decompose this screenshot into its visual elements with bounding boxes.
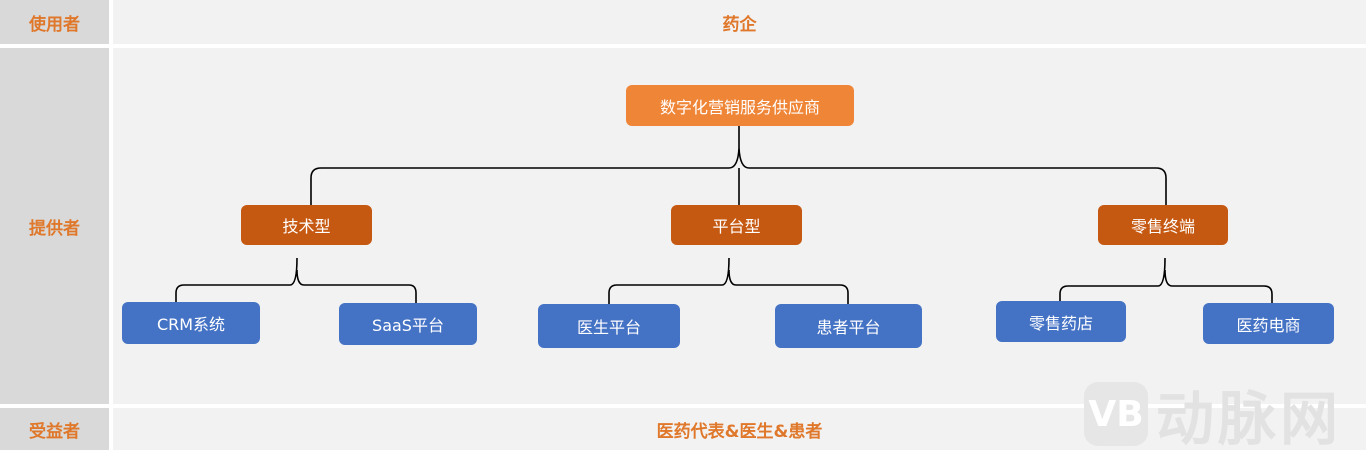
vb-logo-icon: VB — [1084, 382, 1148, 446]
user-value: 药企 — [722, 14, 757, 35]
leaf-pharmacy-label: 零售药店 — [1028, 313, 1093, 333]
leaf-node-saas: SaaS平台 — [339, 303, 477, 345]
row-label-user: 使用者 — [0, 0, 109, 44]
category-node-tech: 技术型 — [241, 205, 372, 245]
leaf-patient-platform-label: 患者平台 — [816, 318, 881, 337]
tech-connector — [175, 257, 417, 304]
category-retail-label: 零售终端 — [1130, 217, 1195, 236]
root-node: 数字化营销服务供应商 — [626, 85, 854, 126]
retail-connector — [1059, 257, 1273, 304]
beneficiary-value: 医药代表&医生&患者 — [656, 421, 823, 442]
leaf-node-pharmacy: 零售药店 — [996, 301, 1126, 342]
root-connector — [310, 126, 1167, 206]
row-label-provider-text: 提供者 — [29, 218, 80, 239]
leaf-saas-label: SaaS平台 — [372, 316, 444, 335]
row-label-beneficiary-text: 受益者 — [29, 421, 80, 442]
row-label-provider: 提供者 — [0, 48, 109, 404]
platform-connector — [608, 257, 849, 304]
leaf-node-crm: CRM系统 — [122, 302, 260, 344]
watermark-text: 动脉网 — [1156, 385, 1343, 453]
beneficiary-band: 医药代表&医生&患者 — [113, 408, 1366, 450]
leaf-crm-label: CRM系统 — [156, 315, 226, 334]
root-node-label: 数字化营销服务供应商 — [659, 97, 820, 117]
watermark: VB 动脉网 — [1084, 372, 1342, 456]
category-platform-label: 平台型 — [712, 217, 761, 236]
category-node-retail: 零售终端 — [1098, 205, 1228, 245]
leaf-node-patient-platform: 患者平台 — [775, 304, 922, 348]
row-label-beneficiary: 受益者 — [0, 408, 109, 450]
category-node-platform: 平台型 — [671, 205, 802, 245]
leaf-node-ecommerce: 医药电商 — [1203, 303, 1334, 344]
leaf-node-doctor-platform: 医生平台 — [538, 304, 680, 348]
row-label-user-text: 使用者 — [29, 14, 80, 35]
category-tech-label: 技术型 — [282, 217, 331, 236]
user-band: 药企 — [113, 0, 1366, 44]
leaf-ecommerce-label: 医药电商 — [1236, 315, 1301, 335]
leaf-doctor-platform-label: 医生平台 — [576, 318, 641, 337]
